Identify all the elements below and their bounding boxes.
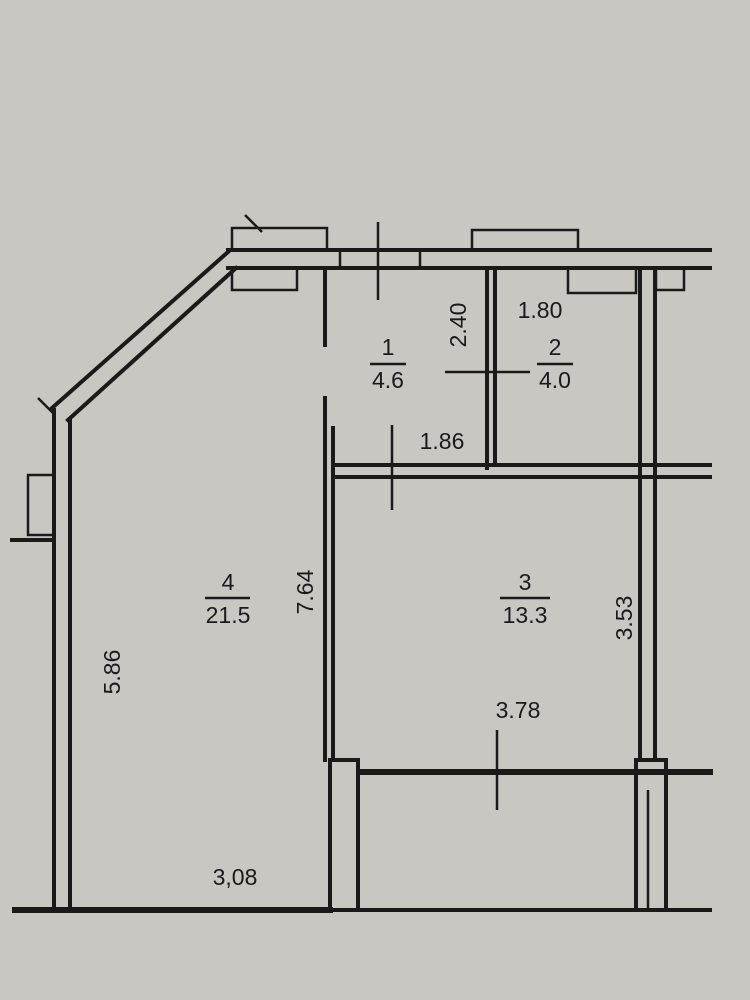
dim-7-64: 7.64 — [292, 569, 318, 614]
dimension-labels: 2.40 1.80 1.86 7.64 3.53 3.78 5.86 3,08 — [99, 297, 637, 890]
room-area: 4.0 — [539, 367, 571, 393]
room-area: 13.3 — [503, 602, 548, 628]
dim-1-80: 1.80 — [518, 297, 563, 323]
room-number: 3 — [519, 569, 532, 595]
dim-3-53: 3.53 — [611, 596, 637, 641]
room-2-label: 2 4.0 — [539, 334, 571, 393]
room-area: 4.6 — [372, 367, 404, 393]
room-number: 1 — [382, 334, 395, 360]
room-1-label: 1 4.6 — [372, 334, 404, 393]
room-number: 2 — [549, 334, 562, 360]
dim-2-40: 2.40 — [445, 303, 471, 348]
room-4-label: 4 21.5 — [206, 569, 251, 628]
dimension-ticks — [205, 222, 573, 810]
dim-1-86: 1.86 — [420, 428, 465, 454]
room-3-label: 3 13.3 — [503, 569, 548, 628]
dim-3-08: 3,08 — [213, 864, 258, 890]
room-number: 4 — [222, 569, 235, 595]
room-area: 21.5 — [206, 602, 251, 628]
dim-3-78: 3.78 — [496, 697, 541, 723]
dim-5-86: 5.86 — [99, 650, 125, 695]
walls — [10, 214, 713, 913]
